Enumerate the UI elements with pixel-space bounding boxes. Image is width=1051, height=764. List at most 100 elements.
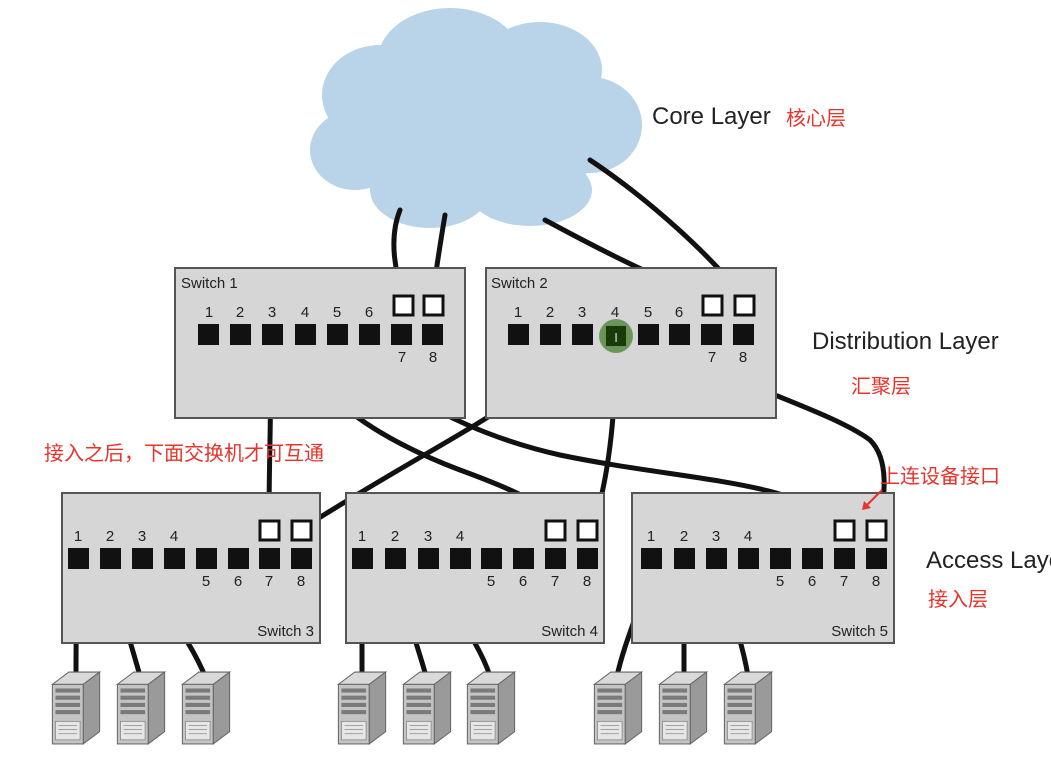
access-layer-cn-label: 接入层 xyxy=(928,587,988,611)
s2-port-6 xyxy=(669,324,690,345)
s2-port-8 xyxy=(733,324,754,345)
s4-port-label-1: 1 xyxy=(358,528,366,545)
s1-port-label-8: 8 xyxy=(429,349,437,366)
s3-port-label-2: 2 xyxy=(106,528,114,545)
s4-port-1 xyxy=(352,548,373,569)
s4-port-7 xyxy=(545,548,566,569)
s2-port-label-1: 1 xyxy=(514,304,522,321)
s2-port-label-8: 8 xyxy=(739,349,747,366)
s4-port-label-3: 3 xyxy=(424,528,432,545)
s2-port-7 xyxy=(701,324,722,345)
s3-port-1 xyxy=(68,548,89,569)
servers xyxy=(51,671,773,745)
s1-port-label-4: 4 xyxy=(301,304,309,321)
s1-port-3 xyxy=(262,324,283,345)
s3-port-label-1: 1 xyxy=(74,528,82,545)
s2-port-label-7: 7 xyxy=(708,349,716,366)
s5-port-6 xyxy=(802,548,823,569)
s3-port-label-6: 6 xyxy=(234,573,242,590)
s2-uplink-7 xyxy=(701,294,724,317)
s3-port-label-8: 8 xyxy=(297,573,305,590)
s3-port-8 xyxy=(291,548,312,569)
s3-port-label-7: 7 xyxy=(265,573,273,590)
s5-uplink-7 xyxy=(833,519,856,542)
s1-port-7 xyxy=(391,324,412,345)
s2-port-label-3: 3 xyxy=(578,304,586,321)
s4-port-label-7: 7 xyxy=(551,573,559,590)
s5-port-4 xyxy=(738,548,759,569)
cloud-icon xyxy=(310,8,642,228)
s5-port-8 xyxy=(866,548,887,569)
s2-port-2 xyxy=(540,324,561,345)
s2-uplink-8 xyxy=(733,294,756,317)
access-layer-label: Access Layer xyxy=(926,547,1051,574)
s5-port-3 xyxy=(706,548,727,569)
s4-uplink-8 xyxy=(576,519,599,542)
s4-port-5 xyxy=(481,548,502,569)
switch-3: 1 2 3 4 5 6 7 8 Switch 3 xyxy=(61,492,321,644)
switch-2-name: Switch 2 xyxy=(491,275,548,292)
s4-port-4 xyxy=(450,548,471,569)
s1-port-8 xyxy=(422,324,443,345)
server-icon xyxy=(51,671,101,745)
s4-port-label-5: 5 xyxy=(487,573,495,590)
distribution-layer-cn-label: 汇聚层 xyxy=(851,374,911,398)
s2-port-1 xyxy=(508,324,529,345)
server-icon xyxy=(181,671,231,745)
s3-port-4 xyxy=(164,548,185,569)
s4-port-2 xyxy=(385,548,406,569)
s1-port-4 xyxy=(295,324,316,345)
s5-port-label-6: 6 xyxy=(808,573,816,590)
s5-port-label-2: 2 xyxy=(680,528,688,545)
server-icon xyxy=(658,671,708,745)
distribution-layer-label: Distribution Layer xyxy=(812,328,999,355)
s5-port-label-5: 5 xyxy=(776,573,784,590)
s5-port-5 xyxy=(770,548,791,569)
s5-uplink-8 xyxy=(865,519,888,542)
s3-port-3 xyxy=(132,548,153,569)
s3-uplink-8 xyxy=(290,519,313,542)
arrow-icon xyxy=(862,489,883,510)
s1-port-2 xyxy=(230,324,251,345)
s4-port-label-8: 8 xyxy=(583,573,591,590)
core-layer-label: Core Layer xyxy=(652,103,771,130)
s5-port-1 xyxy=(641,548,662,569)
s1-port-label-5: 5 xyxy=(333,304,341,321)
interconnect-note: 接入之后，下面交换机才可互通 xyxy=(44,441,324,465)
s2-port-4 xyxy=(606,326,626,346)
core-layer-cn-label: 核心层 xyxy=(786,106,846,130)
uplink-note: 上连设备接口 xyxy=(880,464,1000,488)
s5-port-label-8: 8 xyxy=(872,573,880,590)
s1-port-label-6: 6 xyxy=(365,304,373,321)
s4-port-8 xyxy=(577,548,598,569)
s5-port-label-4: 4 xyxy=(744,528,752,545)
s5-port-label-1: 1 xyxy=(647,528,655,545)
server-icon xyxy=(337,671,387,745)
s4-port-3 xyxy=(418,548,439,569)
s1-port-1 xyxy=(198,324,219,345)
s4-port-label-2: 2 xyxy=(391,528,399,545)
s5-port-2 xyxy=(674,548,695,569)
s4-uplink-7 xyxy=(544,519,567,542)
switch-4-name: Switch 4 xyxy=(541,623,598,640)
s1-uplink-8 xyxy=(422,294,445,317)
s2-port-3 xyxy=(572,324,593,345)
switch-1-name: Switch 1 xyxy=(181,275,238,292)
s1-port-label-3: 3 xyxy=(268,304,276,321)
server-icon xyxy=(723,671,773,745)
server-icon xyxy=(593,671,643,745)
s5-port-7 xyxy=(834,548,855,569)
s3-port-7 xyxy=(259,548,280,569)
s4-port-label-4: 4 xyxy=(456,528,464,545)
s2-port-label-5: 5 xyxy=(644,304,652,321)
s1-port-5 xyxy=(327,324,348,345)
s3-port-label-5: 5 xyxy=(202,573,210,590)
s2-port-label-2: 2 xyxy=(546,304,554,321)
s1-port-label-2: 2 xyxy=(236,304,244,321)
s2-port-4-cursor-icon: I xyxy=(614,330,618,345)
switch-1: Switch 1 1 2 3 4 5 6 7 8 xyxy=(174,267,466,419)
s4-port-label-6: 6 xyxy=(519,573,527,590)
switch-5: 1 2 3 4 5 6 7 8 Switch 5 xyxy=(631,492,895,644)
switch-5-name: Switch 5 xyxy=(831,623,888,640)
